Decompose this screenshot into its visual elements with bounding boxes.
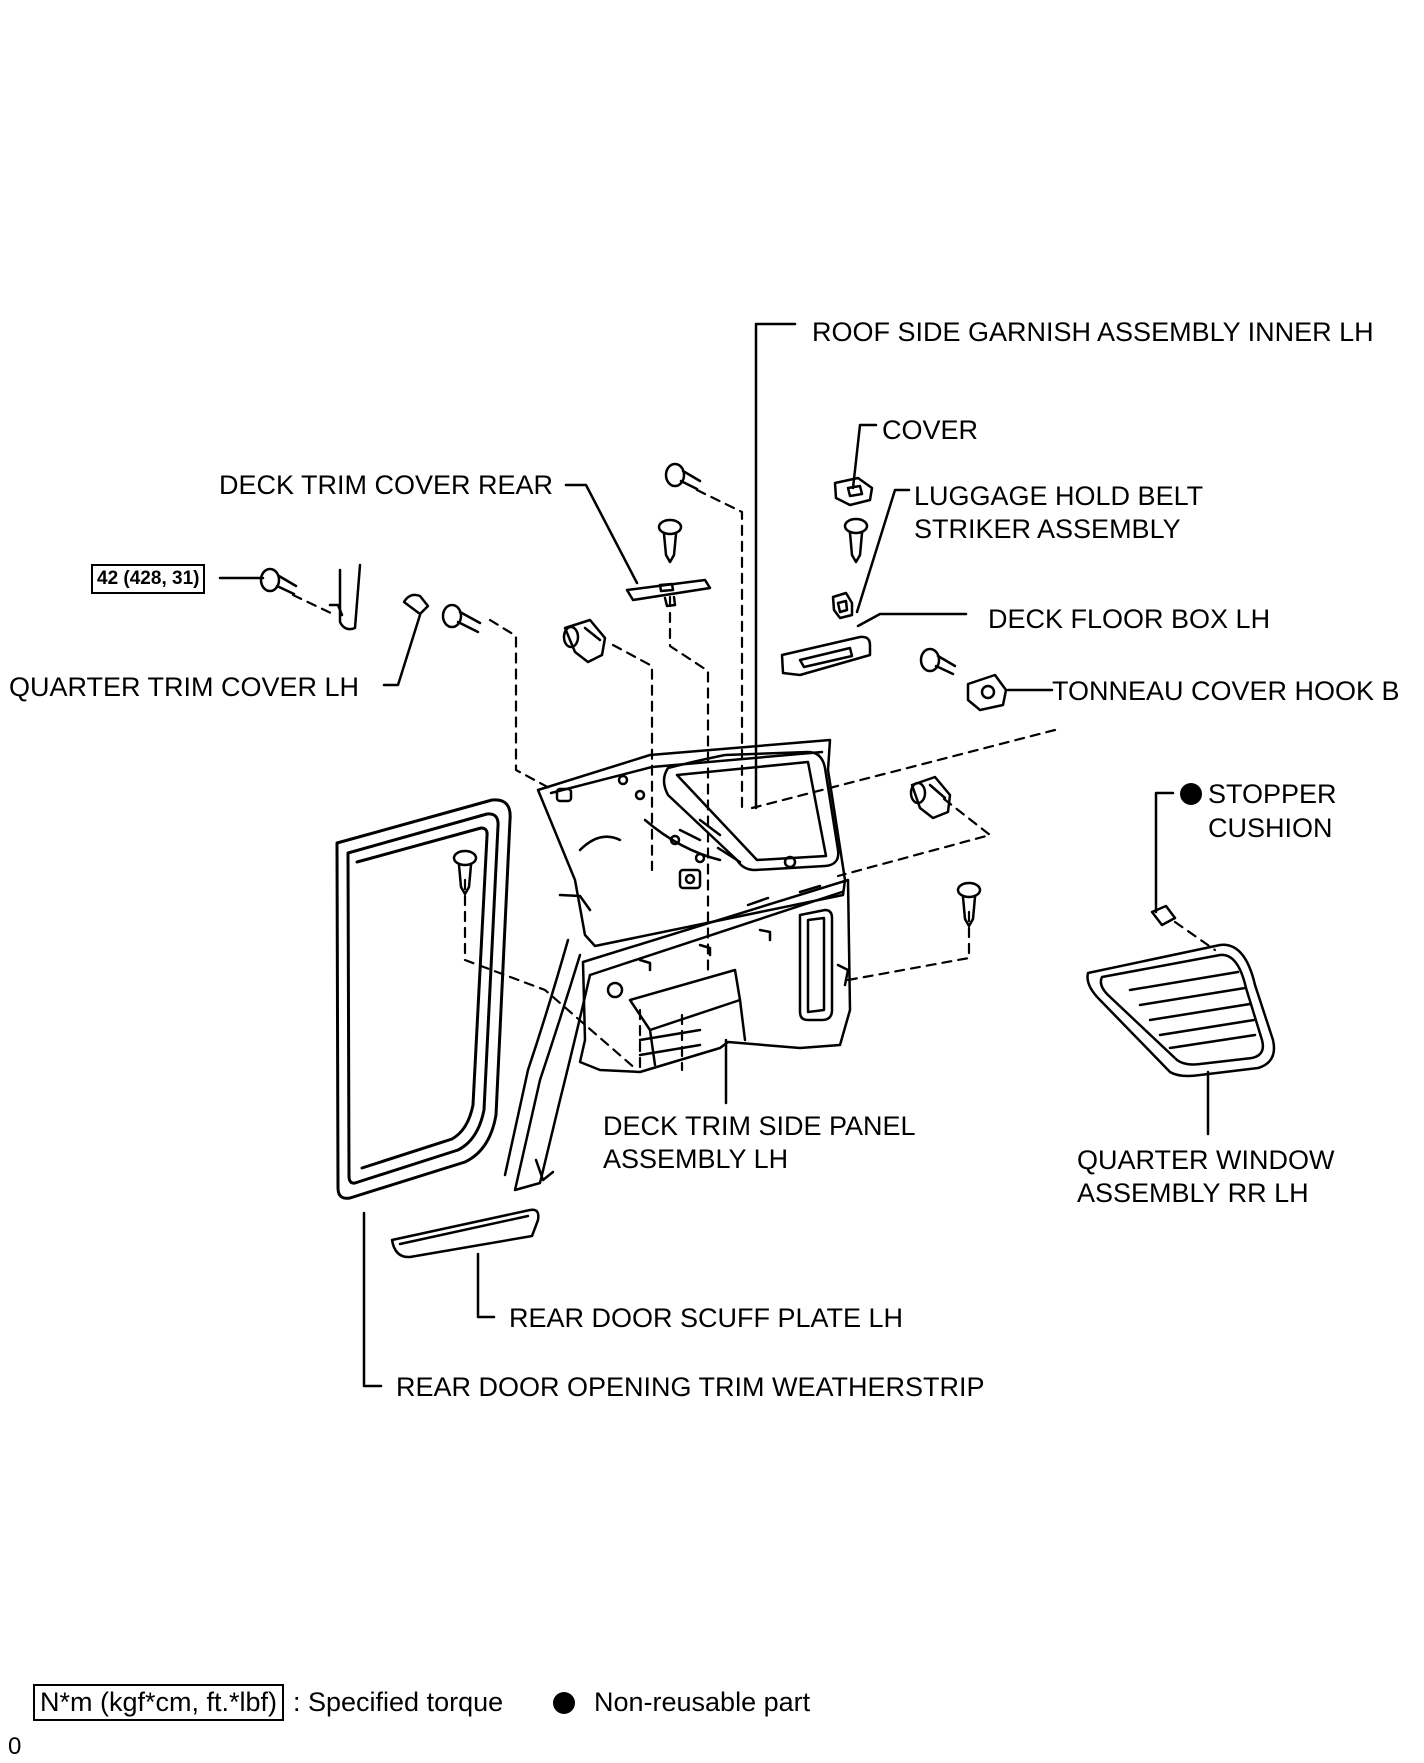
label-luggage-striker: STRIKER ASSEMBLY	[914, 514, 1181, 544]
label-deck-trim-side-panel: DECK TRIM SIDE PANEL	[603, 1111, 916, 1141]
rear-door-scuff-plate	[390, 1208, 540, 1259]
legend-nonreusable-text: Non-reusable part	[594, 1687, 811, 1717]
screw-deck-cover	[657, 518, 683, 564]
label-deck-floor-box: DECK FLOOR BOX LH	[988, 604, 1271, 634]
luggage-hold-belt-striker	[831, 591, 854, 620]
bolt-top-center	[664, 462, 702, 491]
clip-right	[909, 775, 952, 820]
legend-unit-box: N*m (kgf*cm, ft.*lbf)	[33, 1684, 285, 1721]
bolt-tonneau	[919, 647, 957, 676]
label-cushion: CUSHION	[1208, 813, 1333, 843]
screw-luggage	[843, 517, 869, 564]
quarter-trim-cover	[402, 593, 430, 616]
bolt-quarter-trim	[441, 603, 482, 634]
quarter-window-assembly	[1086, 943, 1276, 1078]
label-stopper: STOPPER	[1208, 779, 1337, 809]
cover	[833, 476, 874, 507]
label-cover: COVER	[882, 415, 979, 445]
clip-upper	[562, 618, 607, 664]
deck-floor-box	[780, 635, 872, 677]
leader-lines	[218, 322, 1210, 1388]
label-rear-door-scuff-plate: REAR DOOR SCUFF PLATE LH	[509, 1303, 904, 1333]
stopper-cushion	[1150, 904, 1177, 927]
pillar-trim	[503, 938, 592, 1192]
bolt-torque	[259, 567, 298, 596]
screw-right-panel	[956, 881, 982, 928]
hook-bracket	[328, 563, 362, 631]
label-quarter-window-assembly: ASSEMBLY RR LH	[1077, 1178, 1309, 1208]
label-rear-door-weatherstrip: REAR DOOR OPENING TRIM WEATHERSTRIP	[396, 1372, 985, 1402]
nonreusable-dot-icon	[1180, 783, 1202, 805]
dashed-lines	[291, 488, 1217, 1072]
corner-mark: 0	[8, 1733, 22, 1760]
tonneau-cover-hook	[966, 673, 1008, 712]
label-roof-side-garnish: ROOF SIDE GARNISH ASSEMBLY INNER LH	[812, 317, 1374, 347]
screw-left-panel	[452, 849, 478, 896]
label-quarter-trim-cover: QUARTER TRIM COVER LH	[9, 672, 360, 702]
roof-side-garnish	[536, 738, 847, 948]
label-deck-trim-side-assembly: ASSEMBLY LH	[603, 1144, 789, 1174]
label-quarter-window: QUARTER WINDOW	[1077, 1145, 1335, 1175]
legend-torque-text: : Specified torque	[293, 1687, 504, 1717]
label-deck-trim-cover-rear: DECK TRIM COVER REAR	[219, 470, 554, 500]
deck-trim-side-panel	[578, 878, 852, 1074]
label-luggage-hold-belt: LUGGAGE HOLD BELT	[914, 481, 1204, 511]
rear-door-weatherstrip	[335, 798, 512, 1200]
torque-spec-box: 42 (428, 31)	[91, 564, 206, 594]
label-tonneau-cover-hook: TONNEAU COVER HOOK B	[1052, 676, 1400, 706]
legend-nonreusable-dot-icon	[553, 1692, 575, 1714]
deck-trim-cover-rear	[625, 578, 712, 608]
